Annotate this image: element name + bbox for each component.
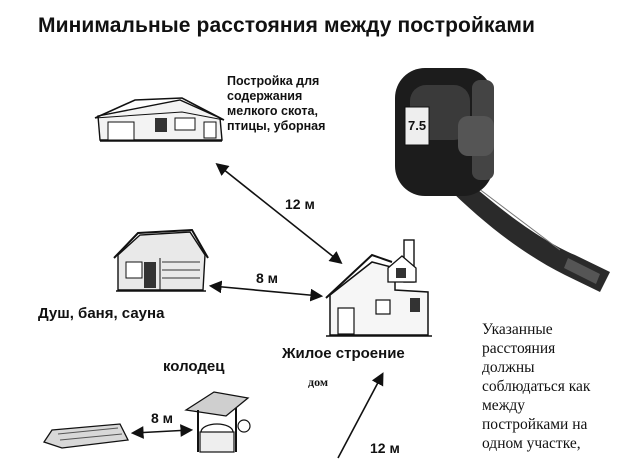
distance-bath-house: 8 м [256, 270, 279, 286]
livestock-building-label: Постройка для содержания мелкого скота, … [227, 74, 326, 133]
arrow-livestock-house [215, 163, 343, 264]
house-sublabel: дом [308, 375, 329, 389]
bathhouse-icon [113, 228, 209, 292]
barn-icon [94, 97, 225, 142]
bath-label: Душ, баня, сауна [38, 305, 165, 322]
note-line: постройками на [482, 416, 588, 433]
note-line: Указанные [482, 321, 553, 338]
distance-bottom: 12 м [370, 440, 400, 456]
note-text: Указанные расстояния должны соблюдаться … [482, 320, 632, 453]
note-line: соблюдаться как [482, 378, 591, 395]
house-label: Жилое строение [282, 345, 405, 362]
well-icon [184, 391, 251, 453]
tape-measure-icon: 7.5 [395, 68, 610, 292]
pond-icon [42, 423, 129, 449]
arrow-bottom [337, 372, 384, 459]
distance-well-pond: 8 м [151, 410, 174, 426]
note-line: расстояния [482, 340, 556, 357]
note-line: между [482, 397, 526, 414]
house-icon [325, 239, 432, 337]
page-title: Минимальные расстояния между постройками [38, 14, 535, 37]
note-line: одном участке, [482, 435, 581, 452]
note-line: должны [482, 359, 535, 376]
distance-livestock-house: 12 м [285, 196, 315, 212]
arrow-well-pond [130, 424, 194, 439]
svg-text:7.5: 7.5 [408, 118, 426, 133]
well-label: колодец [163, 358, 225, 375]
arrow-bath-house [208, 280, 324, 302]
